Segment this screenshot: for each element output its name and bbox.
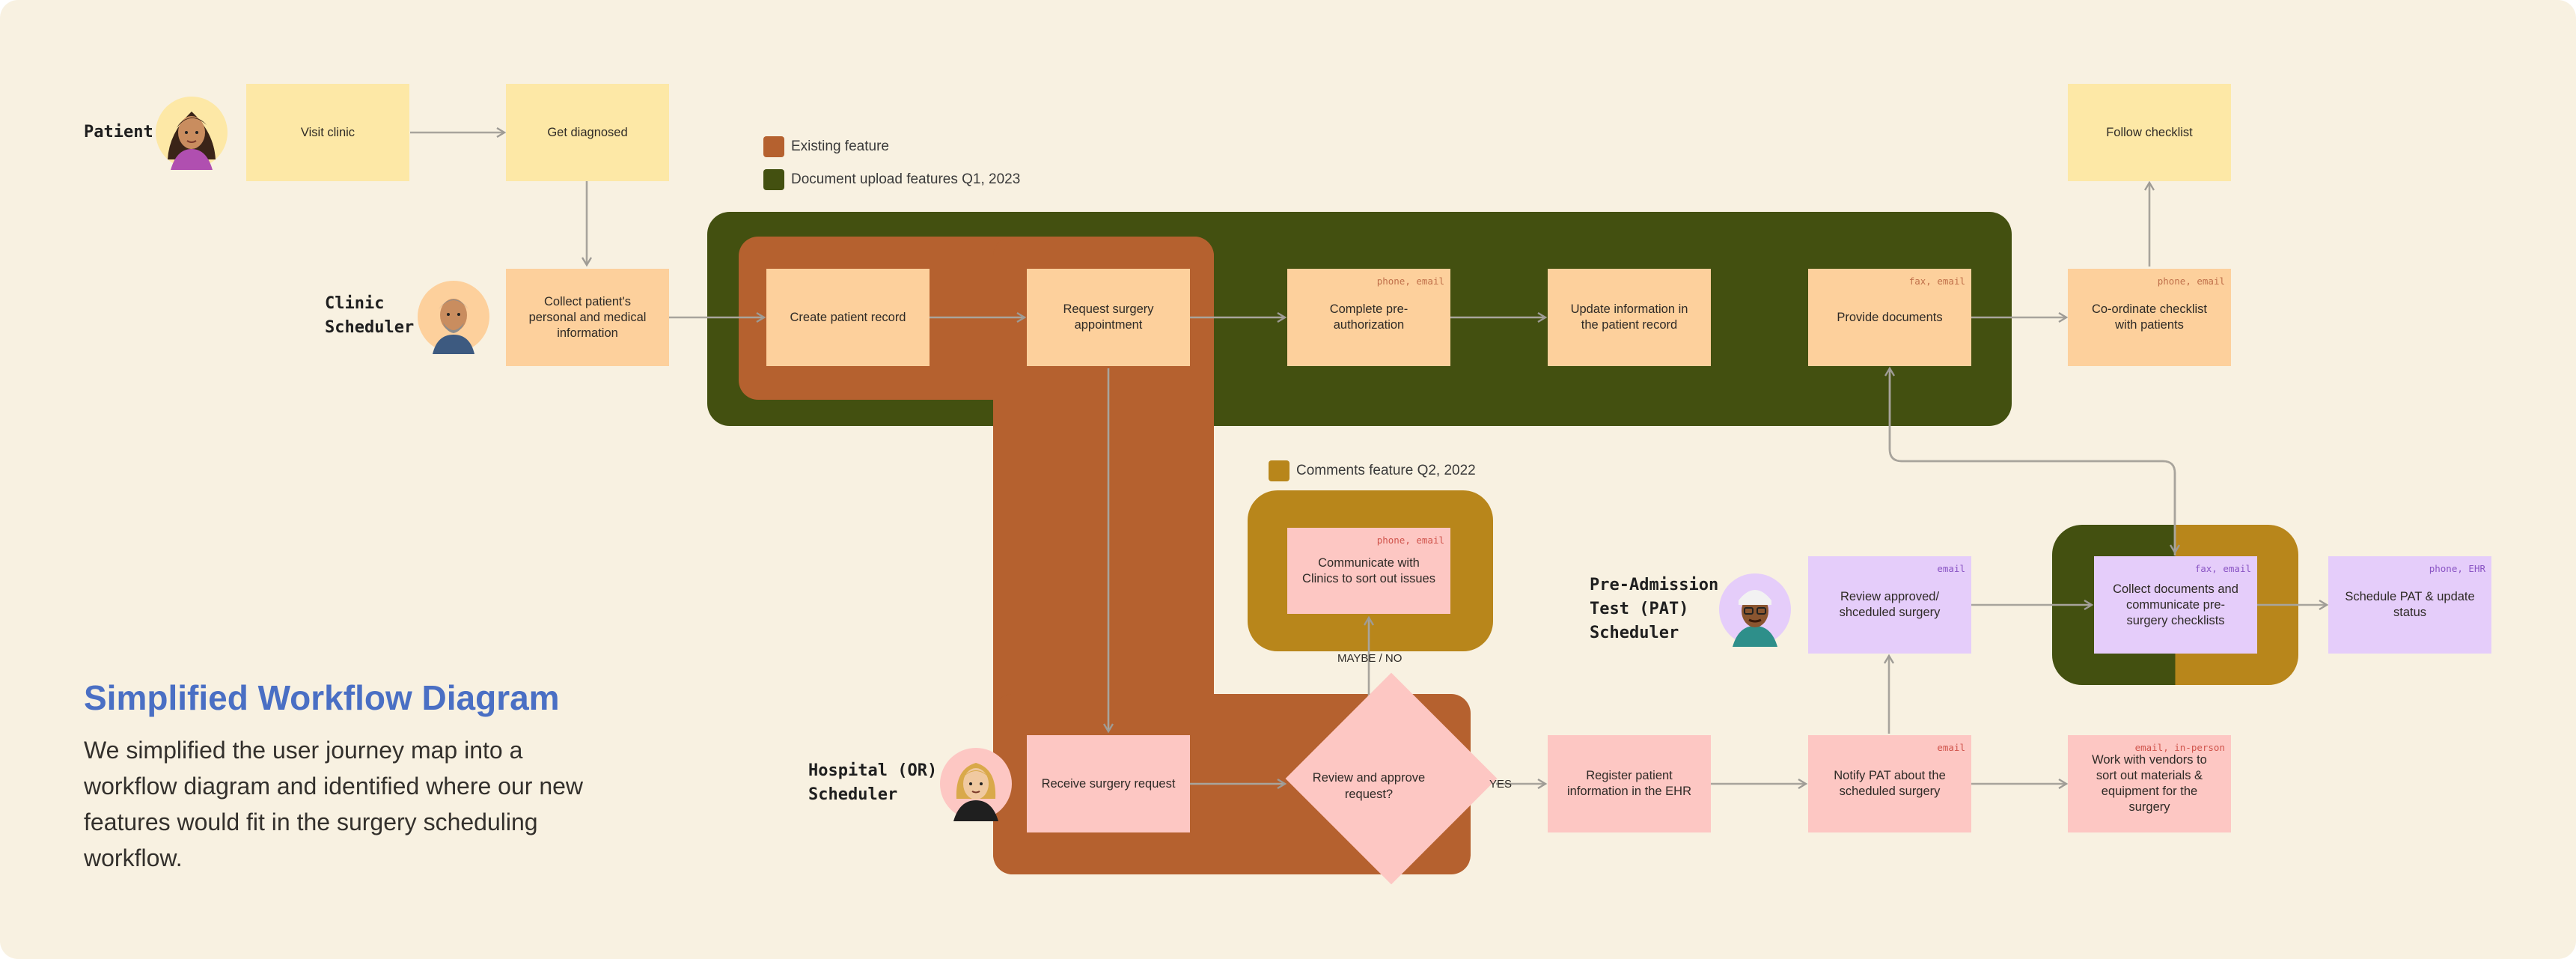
- channel-tag: fax, email: [2194, 563, 2251, 574]
- legend-swatch-existing: [763, 136, 784, 157]
- channel-tag: email: [1937, 563, 1965, 574]
- step-request-surgery[interactable]: Request surgery appointment: [1027, 269, 1190, 366]
- channel-tag: email, in-person: [2134, 742, 2225, 753]
- step-create-patient-record[interactable]: Create patient record: [766, 269, 930, 366]
- step-schedule-pat[interactable]: phone, EHR Schedule PAT & update status: [2328, 556, 2491, 654]
- legend-label-document-upload: Document upload features Q1, 2023: [791, 171, 1021, 187]
- step-label: Visit clinic: [300, 125, 355, 139]
- edge-label-yes: YES: [1489, 778, 1513, 791]
- channel-tag: phone, EHR: [2429, 563, 2485, 574]
- legend-label-comments: Comments feature Q2, 2022: [1296, 463, 1476, 478]
- edge-label-maybe-no: MAYBE / NO: [1337, 652, 1403, 665]
- step-label: Review approved/ shceduled surgery: [1839, 590, 1941, 619]
- step-label: Collect documents and communicate pre-su…: [2113, 582, 2238, 627]
- step-label: Collect patient's personal and medical i…: [528, 294, 647, 340]
- step-get-diagnosed[interactable]: Get diagnosed: [506, 84, 669, 181]
- actor-label-clinic-scheduler: Clinic Scheduler: [325, 294, 415, 337]
- step-label: Work with vendors to sort out materials …: [2092, 753, 2207, 814]
- step-receive-request[interactable]: Receive surgery request: [1027, 735, 1190, 832]
- step-label: Schedule PAT & update status: [2345, 590, 2475, 619]
- actor-label-patient: Patient: [84, 123, 153, 141]
- step-collect-patient-info[interactable]: Collect patient's personal and medical i…: [506, 269, 669, 366]
- step-update-record[interactable]: Update information in the patient record: [1548, 269, 1711, 366]
- channel-tag: email: [1937, 742, 1965, 753]
- step-label: Notify PAT about the scheduled surgery: [1834, 769, 1946, 798]
- step-label: Co-ordinate checklist with patients: [2091, 302, 2208, 332]
- channel-tag: phone, email: [2157, 275, 2225, 287]
- hospital-scheduler-avatar: [940, 748, 1012, 821]
- diagram-description: We simplified the user journey map into …: [84, 737, 584, 871]
- channel-tag: phone, email: [1376, 275, 1444, 287]
- legend-swatch-comments: [1269, 460, 1289, 481]
- step-visit-clinic[interactable]: Visit clinic: [246, 84, 409, 181]
- channel-tag: phone, email: [1376, 535, 1444, 546]
- step-label: Create patient record: [790, 310, 906, 324]
- legend-swatch-document-upload: [763, 169, 784, 190]
- step-label: Follow checklist: [2106, 125, 2193, 139]
- decision-label: Review and approve request?: [1312, 771, 1426, 801]
- channel-tag: fax, email: [1908, 275, 1965, 287]
- step-label: Provide documents: [1837, 310, 1943, 324]
- step-label: Receive surgery request: [1041, 776, 1176, 791]
- diagram-title: Simplified Workflow Diagram: [84, 678, 560, 717]
- actor-label-hospital-scheduler: Hospital (OR) Scheduler: [808, 761, 938, 804]
- step-label: Register patient information in the EHR: [1567, 769, 1691, 798]
- actor-label-pat-scheduler: Pre-Admission Test (PAT) Scheduler: [1590, 576, 1719, 642]
- step-label: Communicate with Clinics to sort out iss…: [1302, 555, 1435, 585]
- pat-scheduler-avatar: [1719, 573, 1791, 647]
- step-label: Get diagnosed: [547, 125, 628, 139]
- step-label: Update information in the patient record: [1570, 302, 1688, 332]
- clinic-scheduler-avatar: [418, 281, 489, 354]
- step-register-patient[interactable]: Register patient information in the EHR: [1548, 735, 1711, 832]
- legend-label-existing: Existing feature: [791, 138, 889, 154]
- step-label: Request surgery appointment: [1063, 302, 1154, 332]
- step-follow-checklist[interactable]: Follow checklist: [2068, 84, 2231, 181]
- patient-avatar: [156, 97, 228, 170]
- step-label: Complete pre-authorization: [1329, 302, 1408, 332]
